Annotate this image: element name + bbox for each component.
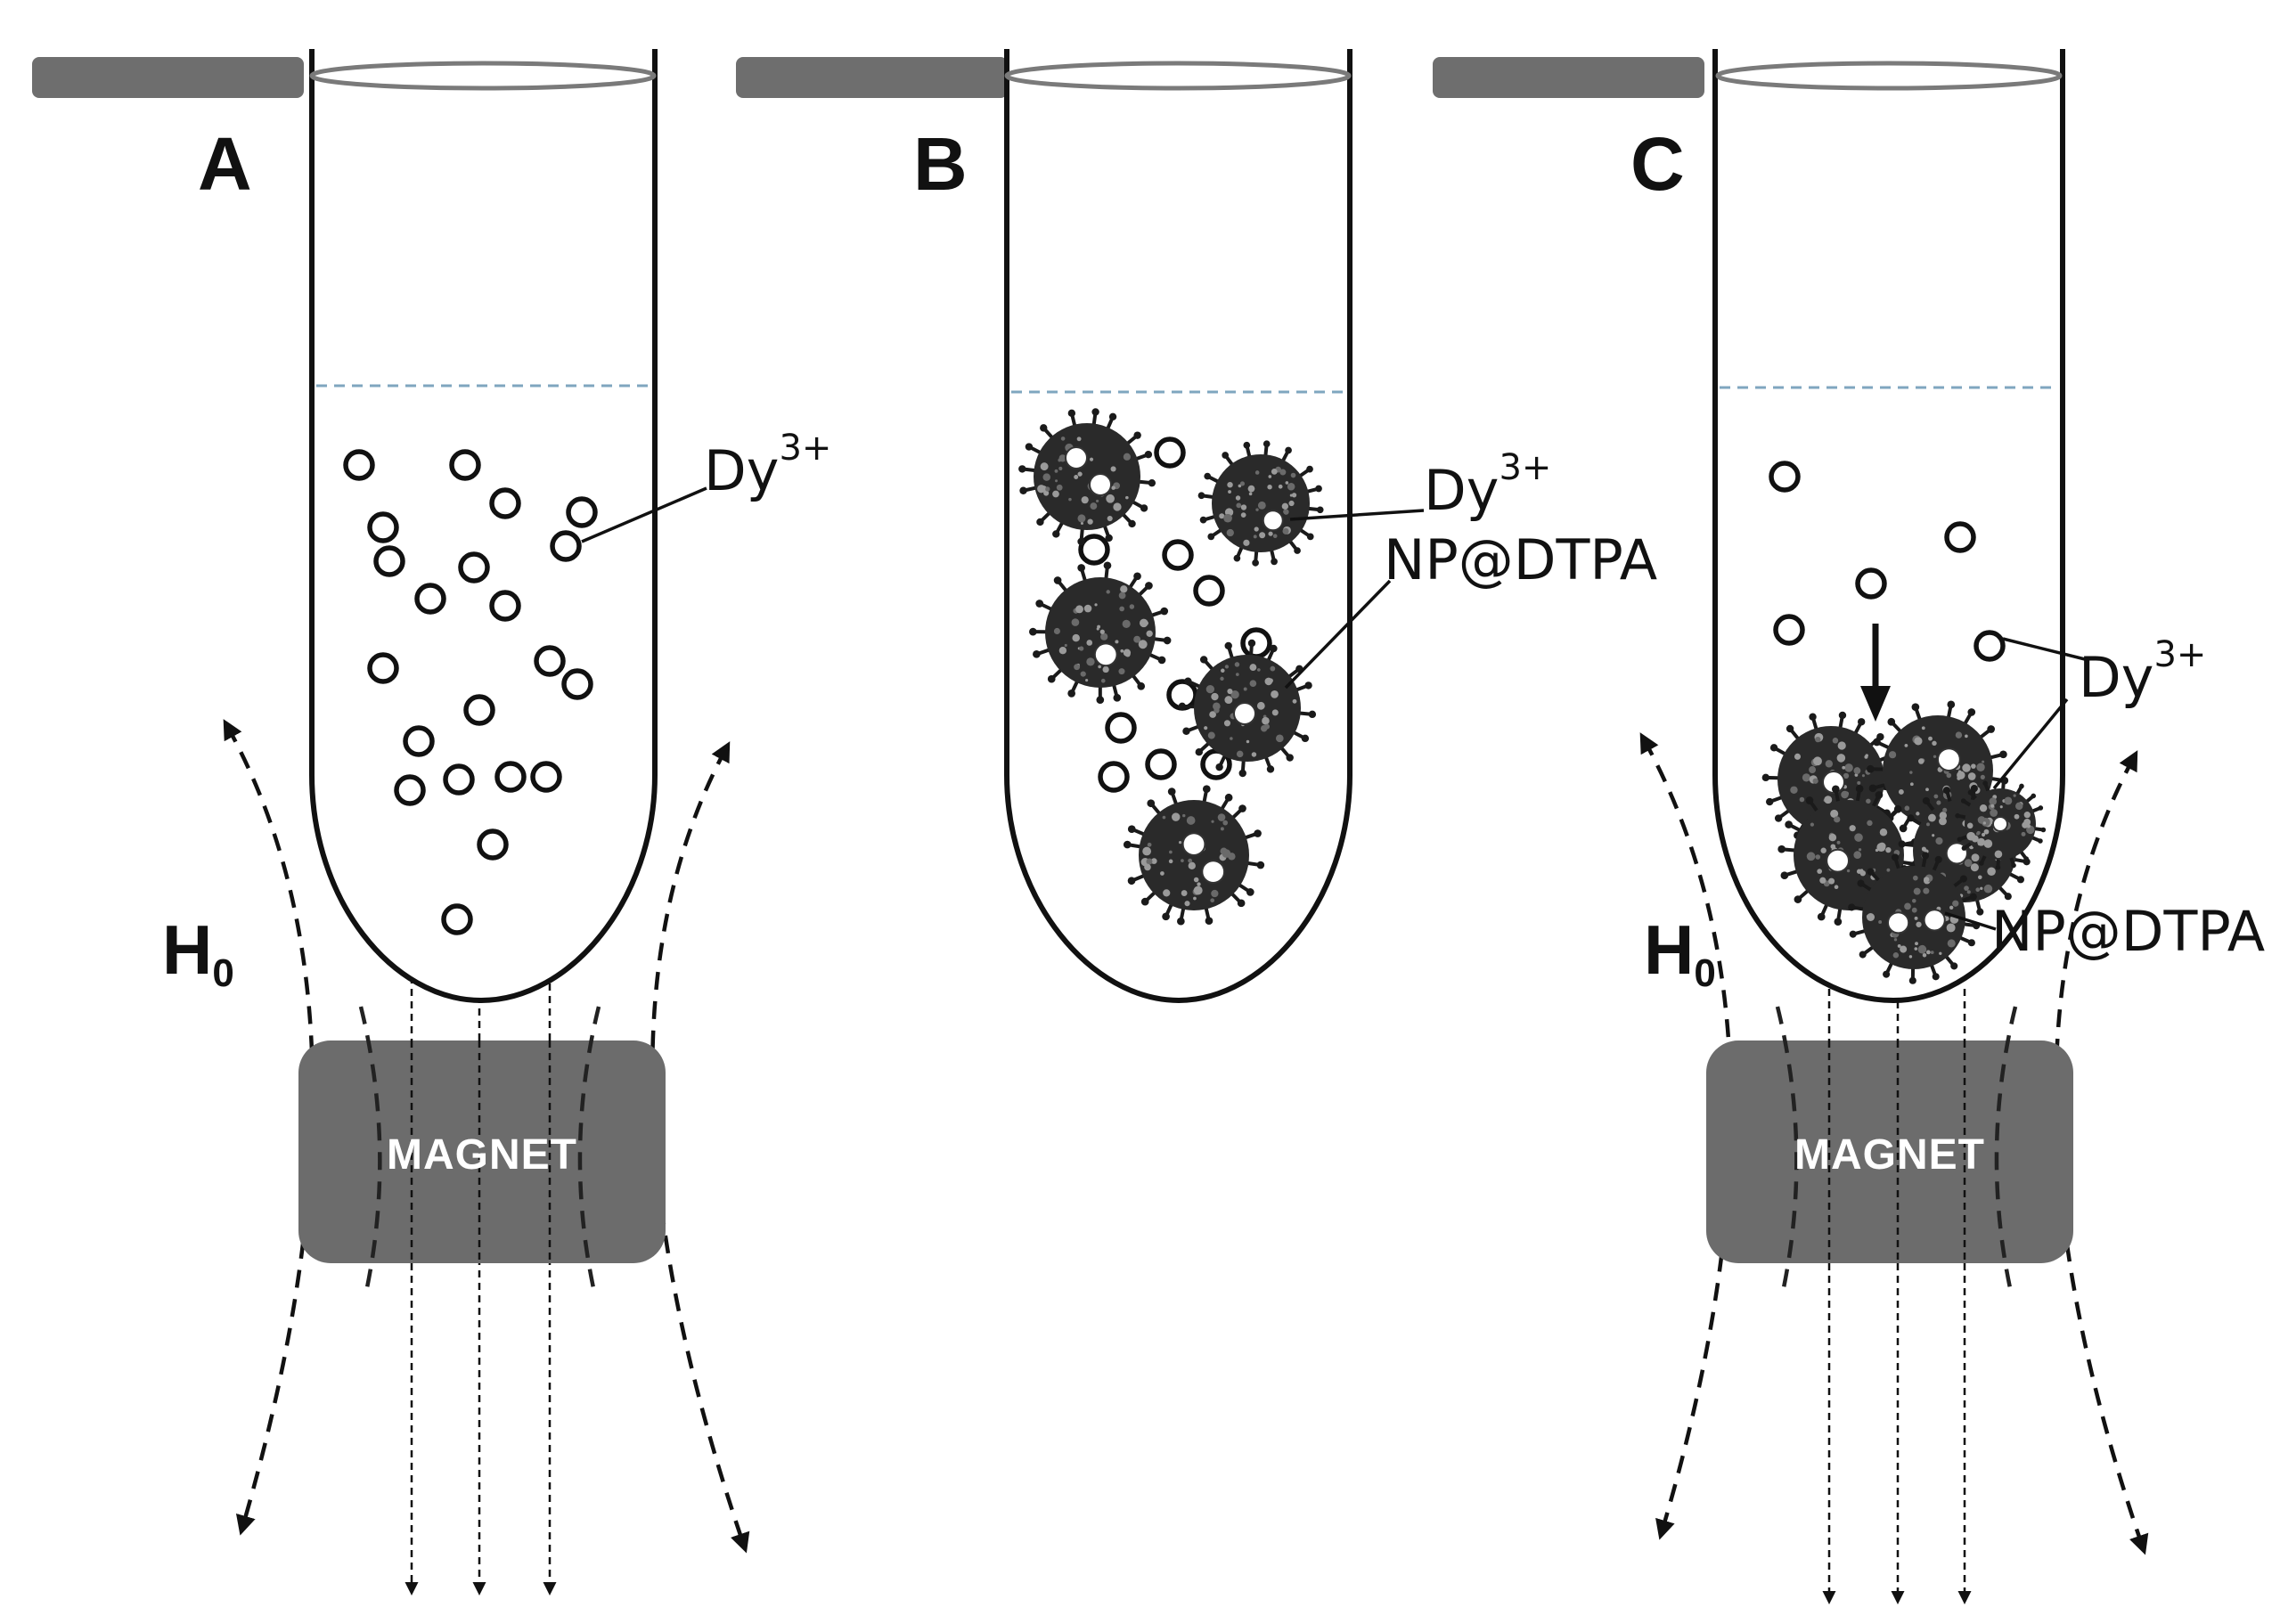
dy-ion <box>441 903 473 935</box>
field-label-c: H0 <box>1644 910 1716 995</box>
dy-label-a: Dy3+ <box>704 428 831 503</box>
tube-cap-c <box>1433 57 1704 98</box>
dy-ion <box>477 828 509 861</box>
dy-ion <box>394 774 426 806</box>
dy-label-leader-a <box>581 486 707 543</box>
tube-cap-a <box>32 57 304 98</box>
np-label-leader-c-bottom <box>1944 911 1997 931</box>
magnet-label-c: MAGNET <box>1794 1131 1985 1179</box>
panel-letter-c: C <box>1630 122 1685 206</box>
test-tube-b <box>1004 49 1352 1004</box>
settling-arrow <box>1860 624 1891 722</box>
dy-ion <box>1098 761 1130 793</box>
dy-ion <box>1944 521 1976 553</box>
dy-ion <box>550 530 582 562</box>
nanoparticle <box>1197 440 1324 567</box>
np-label-c: NP@DTPA <box>1991 899 2265 964</box>
dy-label-leader-b <box>1289 509 1425 521</box>
nanoparticle <box>1018 408 1156 546</box>
nanoparticle <box>1955 778 2047 870</box>
tube-rim-c <box>1715 61 2063 91</box>
dy-ion <box>534 645 566 677</box>
tube-rim-b <box>1004 61 1352 91</box>
dy-ion <box>449 449 481 481</box>
panel-a: Dy3+ A H0 MAGNET <box>32 49 831 1595</box>
dy-ion <box>1105 712 1137 744</box>
np-label-leader-c <box>1992 698 2069 790</box>
dy-ion <box>530 761 562 793</box>
test-tube-a <box>309 49 658 1004</box>
dy-ion <box>403 725 435 757</box>
dy-ion <box>1154 437 1186 469</box>
panel-letter-b: B <box>913 122 968 206</box>
dy-ion <box>1974 630 2006 662</box>
nanoparticle-cluster-c <box>1761 700 2047 984</box>
dy-ion <box>458 551 490 583</box>
dy-ion <box>1855 567 1887 600</box>
field-label-a: H0 <box>162 910 234 995</box>
dy-ion <box>1162 539 1194 571</box>
np-label-leader-b <box>1284 579 1392 690</box>
nanoparticle <box>1123 785 1265 926</box>
nanoparticle <box>1029 561 1172 704</box>
panel-b: Dy3+ NP@DTPA B <box>736 49 1657 1004</box>
dy-ion <box>343 449 375 481</box>
magnet-field-overlay-c <box>1775 1006 2018 1297</box>
dy-ion <box>414 583 446 615</box>
dy-label-b: Dy3+ <box>1424 447 1551 523</box>
dy-ion <box>489 590 521 622</box>
dy-ion <box>463 694 495 726</box>
panel-c: Dy3+ NP@DTPA C H0 MAGNET <box>1433 49 2265 1604</box>
dy-ion <box>443 763 475 796</box>
dy-ion <box>1193 575 1225 607</box>
dy-ion <box>1078 534 1110 566</box>
panel-letter-a: A <box>198 122 252 206</box>
dy-ions-a <box>343 449 598 935</box>
dy-ion <box>561 668 593 700</box>
dy-ion <box>367 511 399 543</box>
dy-ion <box>489 487 521 519</box>
dy-ion <box>566 496 598 528</box>
dy-ion <box>1773 614 1805 646</box>
dy-label-c: Dy3+ <box>2079 634 2206 710</box>
dy-ion <box>1769 461 1801 493</box>
dy-ion <box>373 545 405 577</box>
dy-label-leader-c <box>2002 637 2086 661</box>
dy-ion <box>1145 748 1177 780</box>
tube-rim-a <box>309 61 657 91</box>
dy-ion <box>494 761 527 793</box>
magnet-c <box>1706 1041 2073 1263</box>
nanoparticle <box>1848 852 1981 984</box>
nanoparticles-b <box>1018 408 1324 926</box>
magnet-label-a: MAGNET <box>387 1131 577 1179</box>
dy-ions-c <box>1769 461 2006 662</box>
magnet-a <box>298 1041 666 1263</box>
magnet-field-overlay-a <box>358 1006 601 1297</box>
nanoparticle <box>1178 639 1317 778</box>
np-label-b: NP@DTPA <box>1384 527 1657 592</box>
dy-ion <box>367 652 399 684</box>
tube-cap-b <box>736 57 1008 98</box>
